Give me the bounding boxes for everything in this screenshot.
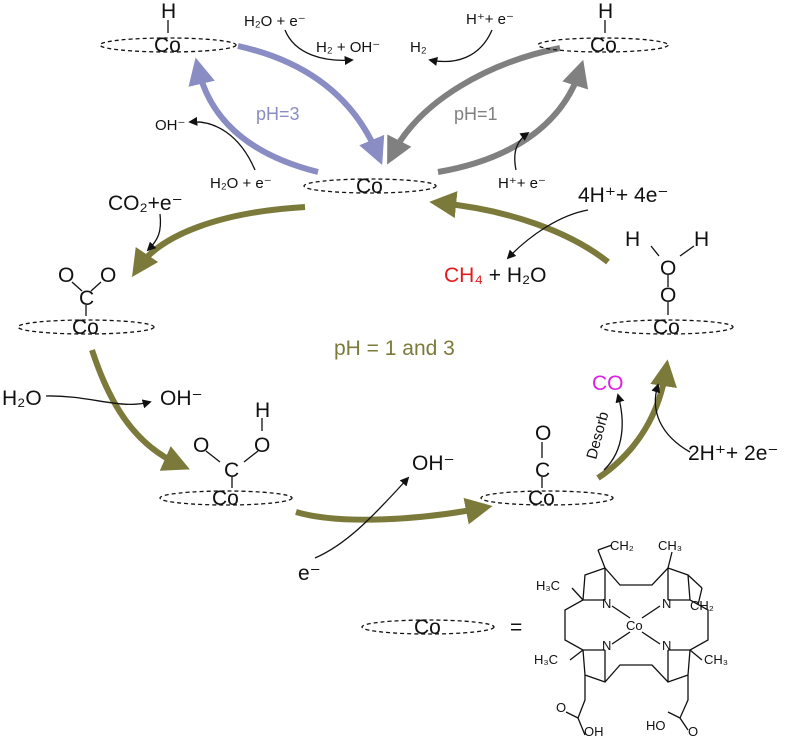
co-disc-right [600, 319, 734, 335]
cooh-o-right: O [254, 434, 270, 457]
arrow-h2o-e-top [284, 29, 354, 66]
hplus-e-mid-label: H⁺+ e⁻ [498, 175, 546, 192]
arrow-hplus-e-mid [514, 131, 530, 171]
ph13-label: pH = 1 and 3 [334, 337, 455, 360]
cooh-c: C [224, 459, 239, 482]
two-h-e-label: 2H⁺+ 2e⁻ [688, 442, 778, 465]
co-disc-bottom-left [159, 490, 293, 506]
porphyrin-ch3-top: CH₃ [658, 538, 682, 553]
coo-c: C [79, 287, 94, 310]
ph3-arrow-up [188, 57, 319, 175]
co-label-center: Co [356, 175, 383, 198]
e-minus-label: e⁻ [298, 562, 321, 585]
arrow-h2o-e-mid [188, 116, 256, 171]
arrow-co2-e [146, 213, 162, 252]
porphyrin-n-bottom-left: N [602, 638, 611, 653]
co-disc-left [17, 319, 155, 335]
arrow-desorb [603, 393, 625, 471]
co2-e-label: CO₂+e⁻ [108, 192, 183, 215]
desorb-label: Desorb [583, 410, 612, 461]
porphyrin-co: Co [626, 618, 643, 633]
porphyrin-ho-right: HO [646, 718, 666, 733]
cooh-h: H [255, 399, 270, 422]
ooh2-o-bottom: O [660, 284, 676, 307]
ph1-label: pH=1 [454, 104, 498, 124]
ch4-product: CH₄ [444, 264, 483, 287]
four-h-e-label: 4H⁺+ 4e⁻ [578, 184, 668, 207]
co-ads-c: C [535, 459, 550, 482]
co-label-top-right: Co [590, 34, 617, 57]
porphyrin-labels: CH₂ CH₃ H₃C CH₂ N N Co N N H₃C CH₃ O OH … [534, 538, 728, 739]
ooh2-h-right: H [694, 228, 709, 251]
co-label-bottom-right: Co [528, 487, 555, 510]
equals-sign: = [510, 616, 522, 639]
h2o-left-label: H₂O [2, 387, 42, 410]
co-label-right: Co [653, 316, 680, 339]
porphyrin-ch3-right-bottom: CH₃ [704, 652, 728, 667]
co-disc-bottom-right [480, 490, 614, 506]
h2o-e-top-label: H₂O + e⁻ [244, 13, 306, 30]
porphyrin-o-right: O [688, 724, 698, 739]
cycle-arrow-top-right [429, 191, 610, 265]
h-label-top-right: H [598, 0, 613, 23]
cycle-arrow-up-right [596, 359, 677, 481]
co-label-bottom-left: Co [212, 487, 239, 510]
ph1-arrow-down [387, 45, 561, 165]
arrow-e-bottom [314, 476, 410, 559]
co-disc-legend [361, 619, 495, 635]
co-disc-top-right [537, 37, 669, 53]
porphyrin-h3c-left-bottom: H₃C [534, 652, 558, 667]
plus-h2o: + H₂O [483, 264, 547, 287]
porphyrin-ch2-right: CH₂ [690, 598, 714, 613]
porphyrin-n-top-right: N [662, 596, 671, 611]
co-label-top-left: Co [154, 34, 181, 57]
cycle-arrow-down-left [89, 349, 190, 471]
ch4-h2o-label: CH₄ + H₂O [444, 264, 547, 287]
arrow-2h-2e [651, 383, 691, 453]
porphyrin-ch2-top: CH₂ [610, 538, 634, 553]
co-label-legend: Co [414, 616, 441, 639]
co-disc-center [303, 178, 437, 194]
cooh-o-left: O [193, 434, 209, 457]
arrow-h2o-left [45, 395, 152, 409]
porphyrin-o-left: O [556, 700, 566, 715]
h2-oh-label: H₂ + OH⁻ [316, 39, 380, 56]
co-discs [17, 37, 734, 635]
co-product-label: CO [592, 372, 624, 395]
co-disc-top-left [99, 37, 237, 53]
oh-left-label: OH⁻ [160, 387, 203, 410]
co-ads-o: O [535, 422, 551, 445]
cycle-arrow-bottom [295, 497, 493, 525]
cycle-arrow-co2 [132, 204, 306, 277]
adsorbate-bonds [71, 20, 695, 488]
ph1-arrow-up [437, 59, 589, 175]
h-label-top-left: H [161, 0, 176, 23]
ooh2-o-top: O [660, 257, 676, 280]
arrow-hplus-e-top [428, 29, 493, 66]
oh-minus-label-left: OH⁻ [155, 117, 185, 134]
co-label-left: Co [72, 316, 99, 339]
ph3-arrow-down [237, 43, 385, 165]
ooh2-h-left: H [625, 228, 640, 251]
porphyrin-n-top-left: N [602, 596, 611, 611]
hplus-e-top-label: H⁺+ e⁻ [466, 11, 514, 28]
porphyrin-n-bottom-right: N [662, 638, 671, 653]
coo-o-left: O [58, 264, 74, 287]
h2-label: H₂ [410, 39, 427, 56]
coo-o-right: O [100, 264, 116, 287]
porphyrin-structure [564, 544, 709, 736]
porphyrin-oh-left: OH [584, 724, 604, 739]
oh-bottom-label: OH⁻ [412, 452, 455, 475]
arrow-4h-4e [506, 209, 589, 260]
porphyrin-h3c-left-top: H₃C [536, 578, 560, 593]
h2o-e-mid-label: H₂O + e⁻ [210, 175, 272, 192]
ph3-label: pH=3 [256, 104, 300, 124]
